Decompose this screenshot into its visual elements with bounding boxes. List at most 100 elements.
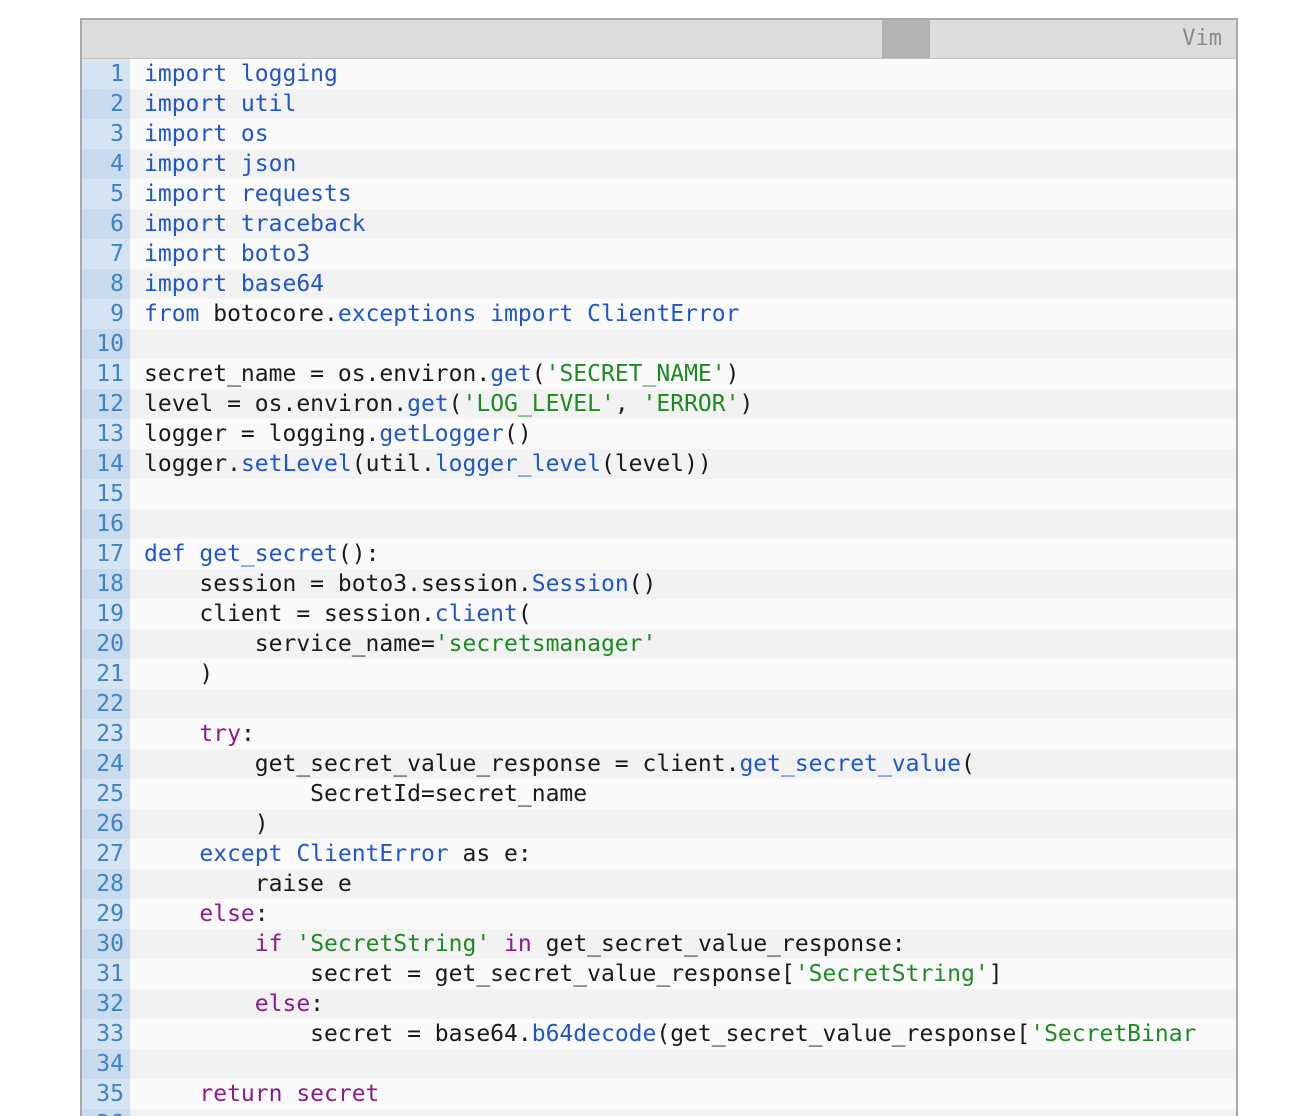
- code-line[interactable]: 23 try:: [82, 719, 1236, 749]
- line-text: import base64: [130, 269, 1236, 299]
- code-token: 'secretsmanager': [434, 631, 657, 657]
- line-text: from botocore.exceptions import ClientEr…: [130, 299, 1236, 329]
- code-line[interactable]: 22: [82, 689, 1236, 719]
- code-line[interactable]: 32 else:: [82, 989, 1236, 1019]
- code-token: client = session.: [144, 601, 435, 627]
- horizontal-scroll-thumb[interactable]: [882, 20, 930, 58]
- code-token: (: [961, 751, 975, 777]
- line-text: import traceback: [130, 209, 1236, 239]
- code-token: else: [254, 991, 311, 1017]
- code-token: get: [407, 391, 449, 417]
- code-line[interactable]: 16: [82, 509, 1236, 539]
- line-text: logger.setLevel(util.logger_level(level)…: [130, 449, 1236, 479]
- line-text: def get_secret():: [130, 539, 1236, 569]
- code-token: else: [199, 901, 255, 927]
- line-number: 8: [82, 269, 130, 299]
- code-token: get_secret_value_response:: [531, 931, 906, 957]
- code-line[interactable]: 28 raise e: [82, 869, 1236, 899]
- code-token: setLevel: [240, 451, 352, 477]
- code-token: SecretId=secret_name: [144, 781, 588, 807]
- code-token: get: [490, 361, 532, 387]
- line-text: [130, 1109, 1236, 1116]
- code-token: secret_name = os.environ.: [144, 361, 491, 387]
- code-line[interactable]: 35 return secret: [82, 1079, 1236, 1109]
- code-token: [144, 721, 199, 747]
- line-text: [130, 689, 1236, 719]
- code-line[interactable]: 33 secret = base64.b64decode(get_secret_…: [82, 1019, 1236, 1049]
- code-token: except ClientError: [199, 841, 449, 867]
- code-token: logger.: [144, 451, 241, 477]
- code-token: exceptions import ClientError: [337, 301, 740, 327]
- line-number: 21: [82, 659, 130, 689]
- code-line[interactable]: 30 if 'SecretString' in get_secret_value…: [82, 929, 1236, 959]
- code-token: (: [531, 361, 546, 387]
- line-number: 1: [82, 59, 130, 89]
- code-token: import base64: [144, 271, 325, 297]
- line-text: logger = logging.getLogger(): [130, 419, 1236, 449]
- code-token: [144, 841, 199, 867]
- code-token: ): [739, 391, 754, 417]
- code-token: return secret: [199, 1081, 380, 1107]
- line-number: 20: [82, 629, 130, 659]
- line-number: 12: [82, 389, 130, 419]
- line-text: session = boto3.session.Session(): [130, 569, 1236, 599]
- line-number: 29: [82, 899, 130, 929]
- line-number: 13: [82, 419, 130, 449]
- line-number: 26: [82, 809, 130, 839]
- line-text: raise e: [130, 869, 1236, 899]
- line-text: [130, 1049, 1236, 1079]
- code-line[interactable]: 15: [82, 479, 1236, 509]
- line-text: if 'SecretString' in get_secret_value_re…: [130, 929, 1236, 959]
- code-line[interactable]: 18 session = boto3.session.Session(): [82, 569, 1236, 599]
- code-token: import requests: [144, 181, 352, 207]
- line-number: 17: [82, 539, 130, 569]
- code-line[interactable]: 19 client = session.client(: [82, 599, 1236, 629]
- code-token: ():: [337, 541, 380, 567]
- code-line[interactable]: 21 ): [82, 659, 1236, 689]
- code-line[interactable]: 34: [82, 1049, 1236, 1079]
- code-token: import traceback: [144, 211, 366, 237]
- code-line[interactable]: 26 ): [82, 809, 1236, 839]
- code-line[interactable]: 6 import traceback: [82, 209, 1236, 239]
- code-token: :: [254, 901, 269, 927]
- code-line[interactable]: 27 except ClientError as e:: [82, 839, 1236, 869]
- code-line[interactable]: 10: [82, 329, 1236, 359]
- code-line[interactable]: 8 import base64: [82, 269, 1236, 299]
- code-token: (: [448, 391, 463, 417]
- code-token: Session: [531, 571, 629, 597]
- line-number: 6: [82, 209, 130, 239]
- code-token: (util.: [351, 451, 435, 477]
- line-number: 15: [82, 479, 130, 509]
- line-text: ): [130, 659, 1236, 689]
- line-number: 19: [82, 599, 130, 629]
- code-line[interactable]: 24 get_secret_value_response = client.ge…: [82, 749, 1236, 779]
- code-token: ): [144, 661, 214, 687]
- code-token: getLogger: [379, 421, 505, 447]
- code-token: 'SecretBinar: [1030, 1021, 1197, 1047]
- code-line[interactable]: 31 secret = get_secret_value_response['S…: [82, 959, 1236, 989]
- line-number: 3: [82, 119, 130, 149]
- line-number: 14: [82, 449, 130, 479]
- code-line[interactable]: 20 service_name='secretsmanager': [82, 629, 1236, 659]
- code-line[interactable]: 29 else:: [82, 899, 1236, 929]
- code-line[interactable]: 25 SecretId=secret_name: [82, 779, 1236, 809]
- code-line[interactable]: 36: [82, 1109, 1236, 1116]
- line-text: import util: [130, 89, 1236, 119]
- code-token: import json: [144, 151, 297, 177]
- code-token: [144, 901, 199, 927]
- code-token: b64decode: [531, 1021, 657, 1047]
